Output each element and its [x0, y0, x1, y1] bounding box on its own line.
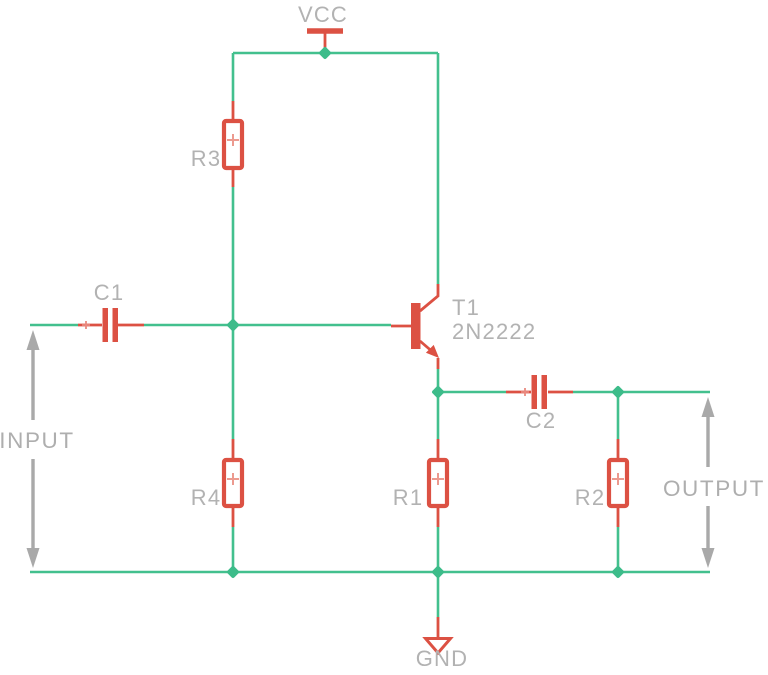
c1-plate-right: [112, 308, 118, 342]
c2-polarity-mark: [521, 388, 529, 396]
capacitor-c2[interactable]: [506, 375, 573, 409]
capacitor-c1[interactable]: [78, 308, 144, 342]
junction-dot: [227, 319, 239, 331]
junction-dot: [432, 386, 444, 398]
r4-label: R4: [191, 485, 222, 510]
input-label: INPUT: [0, 428, 75, 453]
c2-plate-right: [541, 375, 547, 409]
gnd-label: GND: [416, 646, 469, 671]
net-emitter[interactable]: [436, 369, 506, 439]
t1-designator: T1: [452, 295, 480, 320]
c1-polarity-mark: [82, 321, 90, 329]
r1-polarity-mark: [432, 473, 444, 485]
resistor-r4[interactable]: [221, 439, 245, 527]
output-arrowhead-top: [701, 397, 715, 417]
c2-label: C2: [526, 408, 557, 433]
net-vcc-rail[interactable]: [231, 51, 440, 284]
r2-polarity-mark: [612, 473, 624, 485]
c1-label: C1: [94, 280, 125, 305]
t1-part-number: 2N2222: [452, 319, 536, 344]
junction-dot: [612, 386, 624, 398]
t1-collector-lead: [419, 284, 440, 313]
input-arrowhead-bottom: [26, 548, 40, 568]
r2-label: R2: [575, 485, 606, 510]
resistor-r2[interactable]: [606, 439, 630, 527]
junction-dots: [227, 47, 624, 578]
resistor-r1[interactable]: [426, 439, 450, 527]
gnd-symbol[interactable]: [422, 617, 454, 656]
t1-emitter-lead: [419, 339, 440, 369]
transistor-t1[interactable]: [391, 284, 440, 369]
vcc-label: VCC: [298, 2, 348, 27]
net-output[interactable]: [573, 390, 710, 439]
net-ground[interactable]: [30, 527, 710, 617]
c1-plate-left: [102, 308, 108, 342]
r1-label: R1: [393, 485, 424, 510]
gnd-triangle: [422, 637, 454, 656]
r4-polarity-mark: [227, 473, 239, 485]
t1-base-bar: [411, 303, 421, 349]
input-arrowhead-top: [26, 330, 40, 350]
resistor-r3[interactable]: [221, 101, 245, 187]
junction-dot: [432, 566, 444, 578]
input-annotation: INPUT: [0, 330, 75, 568]
junction-dot: [319, 47, 331, 59]
junction-dot: [227, 566, 239, 578]
output-label: OUTPUT: [663, 476, 765, 501]
c2-plate-left: [531, 375, 537, 409]
junction-dot: [612, 566, 624, 578]
r3-polarity-mark: [227, 134, 239, 146]
output-annotation: OUTPUT: [663, 397, 765, 568]
t1-emitter-arrow: [425, 344, 439, 358]
net-input-base[interactable]: [30, 187, 391, 439]
r3-label: R3: [191, 146, 222, 171]
output-arrowhead-bottom: [701, 548, 715, 568]
